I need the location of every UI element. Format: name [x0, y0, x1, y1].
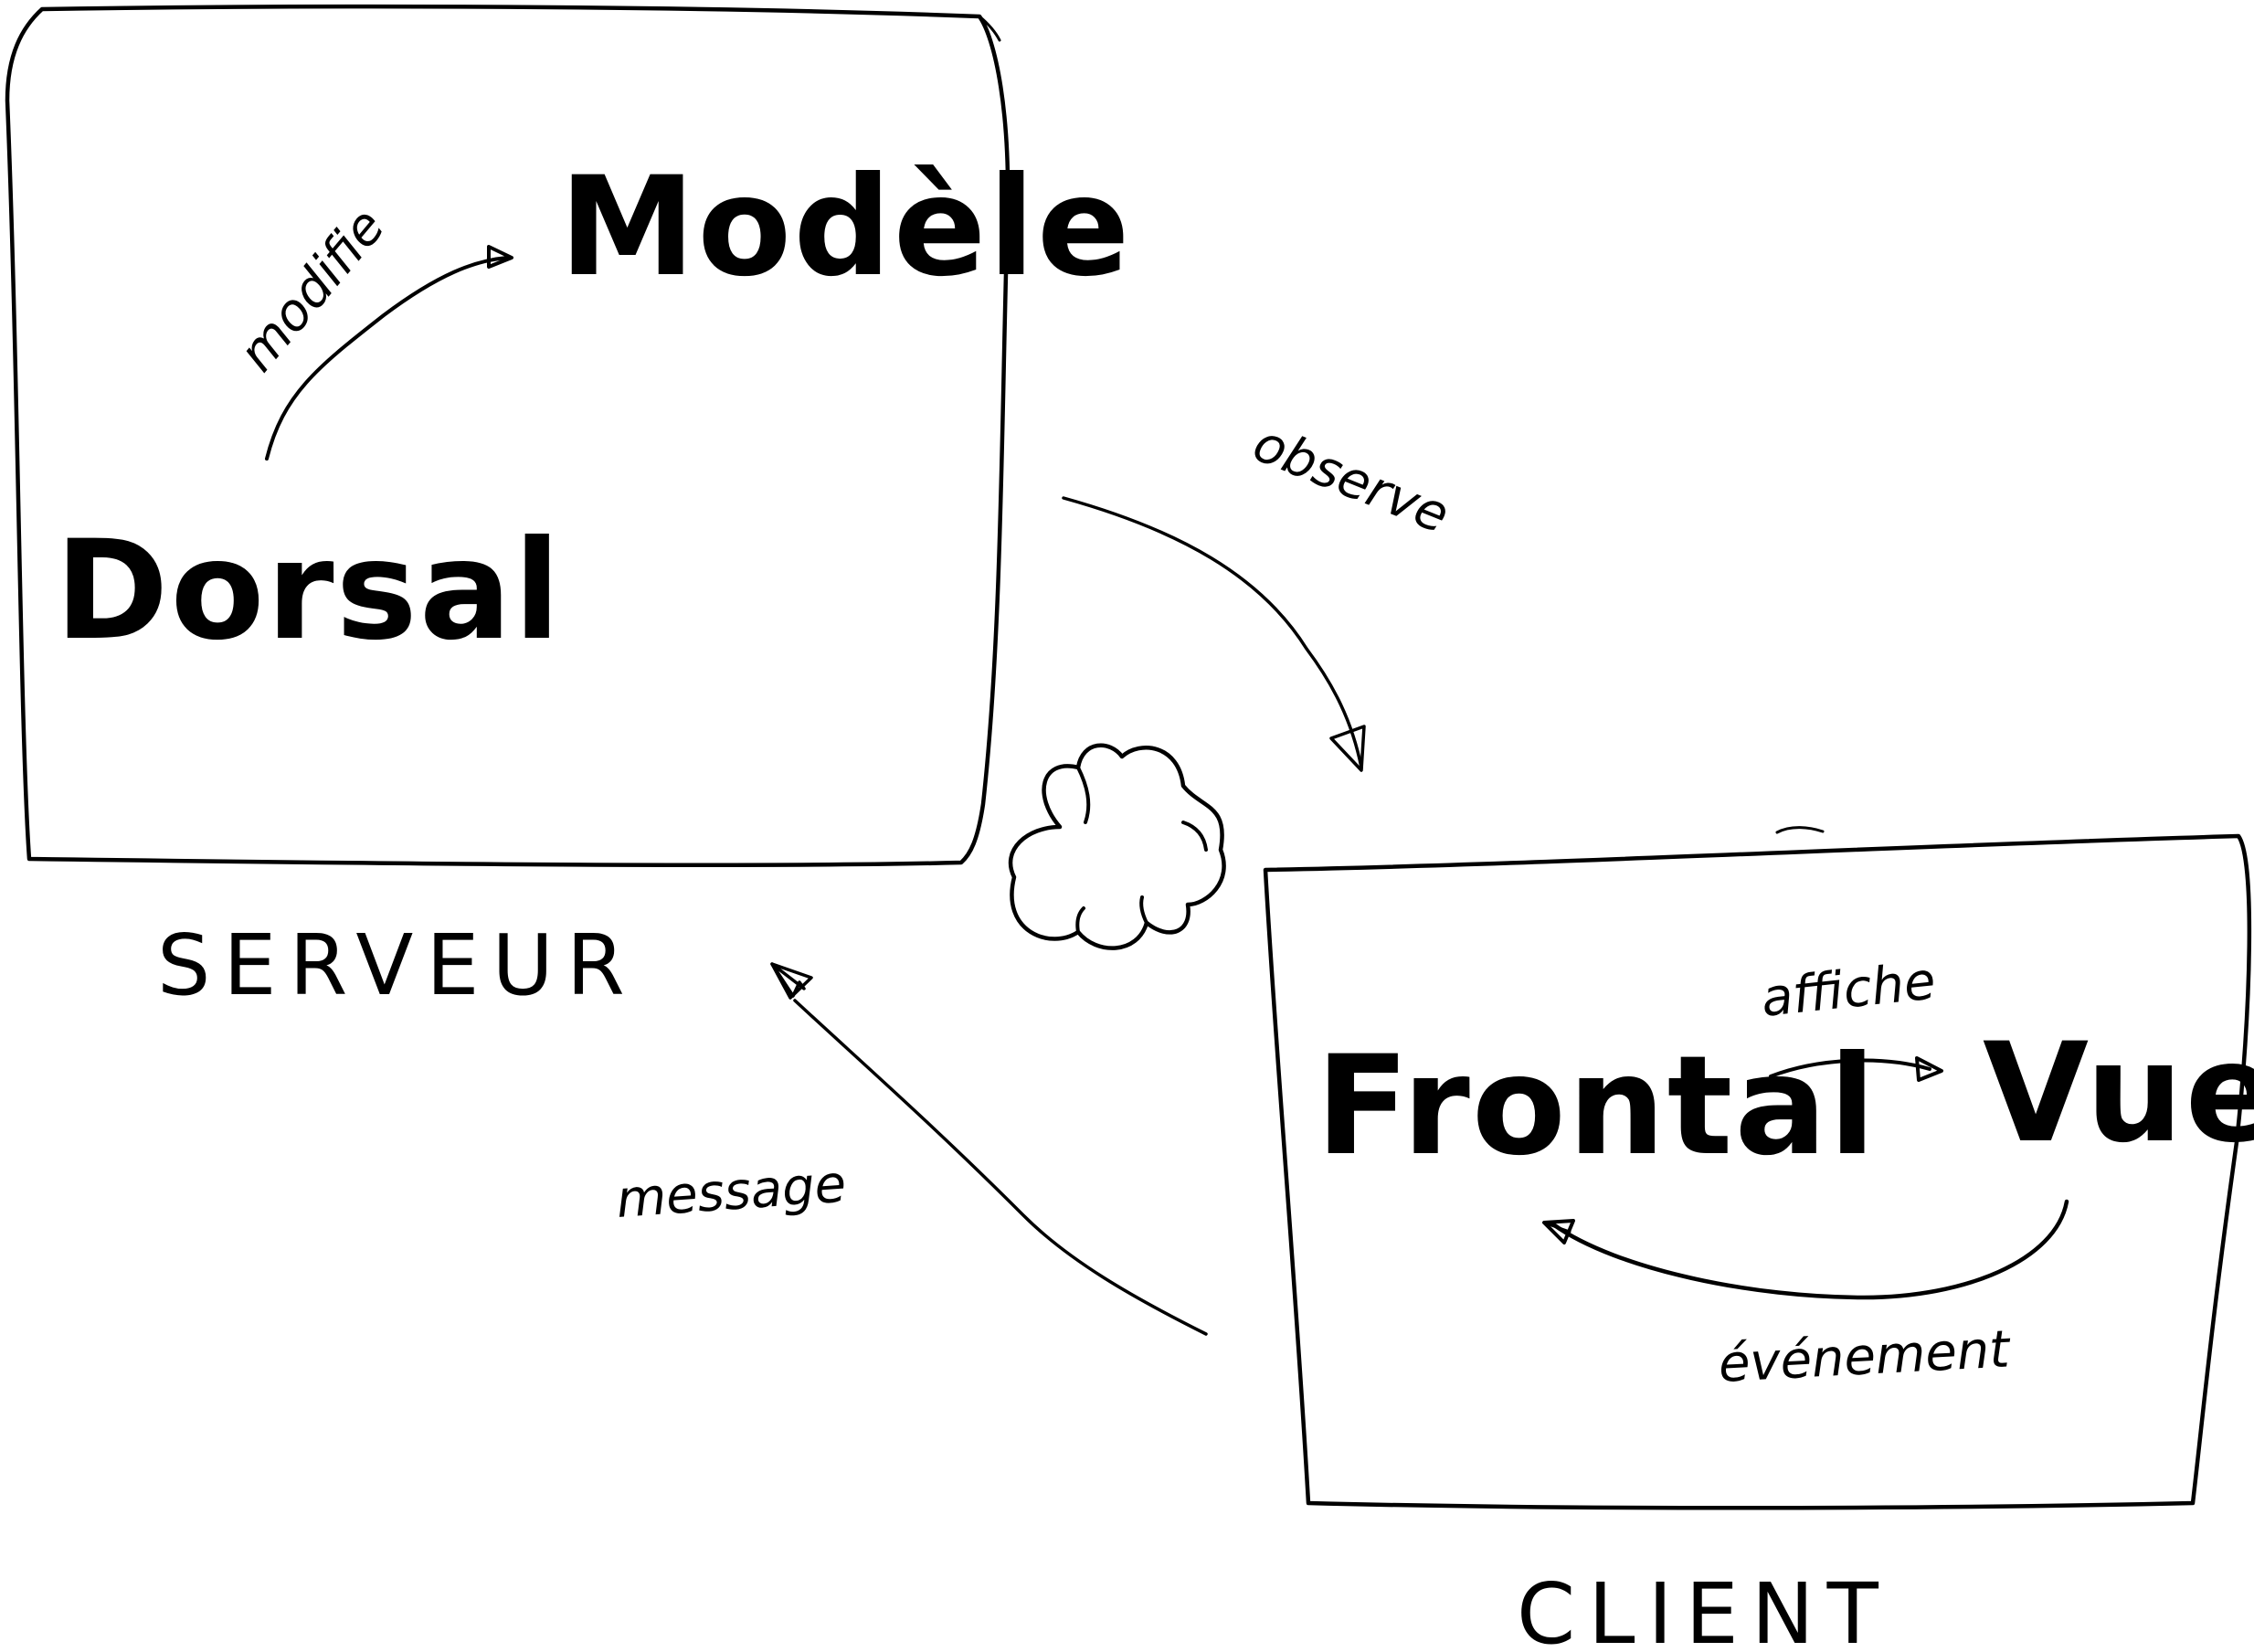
model-label: Modèle: [559, 148, 1132, 307]
backend-label: Dorsal: [55, 512, 562, 671]
modifies-label: modifie: [228, 197, 397, 383]
cloud-icon: [1008, 743, 1226, 950]
modifies-arrow: [265, 245, 513, 461]
observes-arrow: [1062, 496, 1366, 772]
view-label: Vue: [1983, 1014, 2254, 1173]
message-label: message: [614, 1155, 848, 1230]
message-arrow: [770, 962, 1208, 1336]
client-box: [1263, 826, 2252, 1510]
event-arrow: [1542, 1199, 2069, 1300]
observes-label: observe: [1245, 414, 1457, 545]
frontend-label: Frontal: [1316, 1027, 1878, 1186]
displays-arrow: [1769, 1056, 1943, 1082]
server-box: [5, 4, 1011, 867]
client-caption: CLIENT: [1517, 1565, 1891, 1652]
server-caption: SERVEUR: [157, 916, 638, 1014]
event-label: événement: [1717, 1319, 2012, 1394]
displays-label: affiche: [1759, 951, 1939, 1029]
